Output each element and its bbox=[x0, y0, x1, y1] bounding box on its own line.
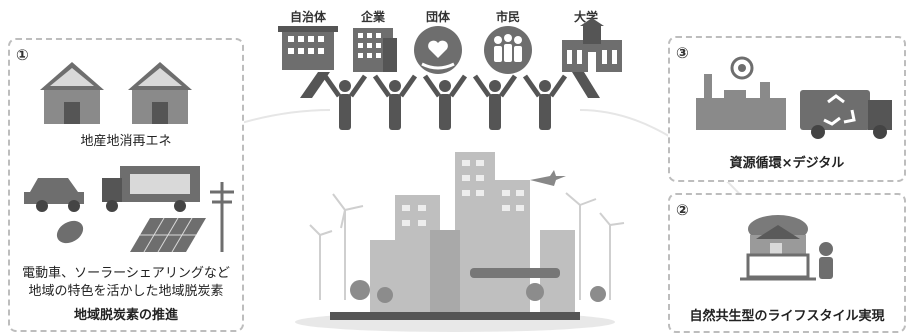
wind-turbines bbox=[309, 192, 625, 300]
utility-pole-icon bbox=[210, 182, 234, 252]
stakeholder-label-2: 団体 bbox=[425, 10, 450, 24]
panel-number: ① bbox=[16, 46, 29, 64]
people-chain bbox=[300, 72, 600, 130]
people-icon bbox=[484, 26, 532, 74]
desc-line-1: 電動車、ソーラーシェアリングなど bbox=[22, 266, 230, 281]
panel-local-decarbonization: ① 地産地消再エネ bbox=[8, 38, 244, 332]
solar-panel-icon bbox=[130, 217, 206, 253]
stakeholder-label-1: 企業 bbox=[360, 10, 385, 24]
factory-icon bbox=[696, 74, 786, 130]
panel-number: ③ bbox=[676, 44, 689, 62]
panel-title: 資源循環×デジタル bbox=[729, 156, 845, 171]
stakeholder-label-0: 自治体 bbox=[289, 10, 326, 24]
ev-car-icon bbox=[24, 178, 84, 212]
ev-solar-icons bbox=[24, 166, 234, 253]
factory-recycle-icons bbox=[696, 56, 892, 139]
recycle-truck-icon bbox=[800, 90, 892, 139]
panel-number: ② bbox=[676, 201, 689, 219]
local-energy-caption: 地産地消再エネ bbox=[80, 134, 172, 149]
stakeholder-label-3: 市民 bbox=[495, 10, 520, 24]
panel-nature-lifestyle: ② 自然共生型のライフスタイル実現 bbox=[668, 193, 906, 333]
city-hall-icon bbox=[278, 26, 338, 70]
desc-line-2: 地域の特色を活かした地域脱炭素 bbox=[28, 284, 224, 299]
panel-resource-circulation: ③ 資源循環×デジタル bbox=[668, 36, 906, 182]
nature-laptop-icon bbox=[740, 215, 833, 281]
university-icon bbox=[562, 18, 622, 72]
hand-heart-icon bbox=[414, 26, 462, 74]
lightbulb-icon bbox=[730, 56, 754, 80]
panel-title: 地域脱炭素の推進 bbox=[73, 308, 178, 323]
office-building-icon bbox=[353, 28, 397, 72]
stakeholder-icons bbox=[278, 18, 622, 130]
satellite-dish-icon bbox=[56, 220, 84, 244]
panel-title: 自然共生型のライフスタイル実現 bbox=[689, 309, 885, 324]
ev-truck-icon bbox=[102, 166, 200, 212]
houses-solar-icon bbox=[40, 62, 192, 124]
